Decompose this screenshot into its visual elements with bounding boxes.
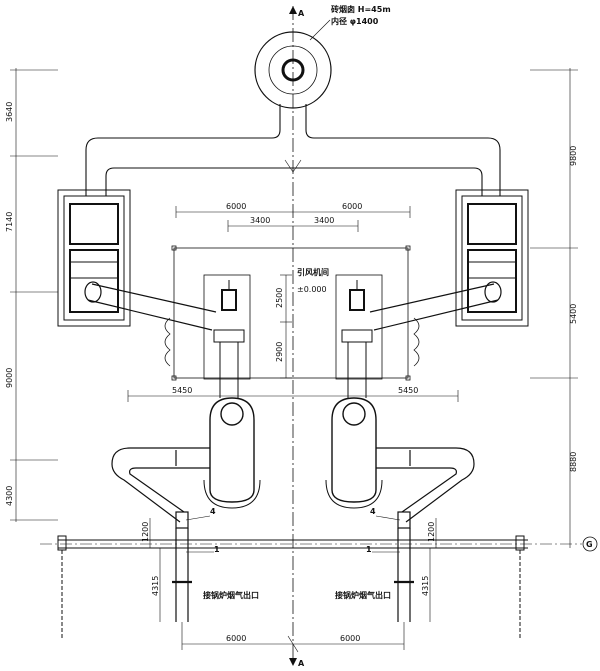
dim-top-3400-right: 3400 [314, 216, 334, 225]
outlet-label-left: 接锅炉烟气出口 [203, 590, 259, 600]
outlet-label-right: 接锅炉烟气出口 [335, 590, 391, 600]
left-fan [213, 280, 245, 343]
fan-room-elevation: ±0.000 [297, 285, 327, 294]
chimney [254, 19, 332, 109]
dim-mid-5450-left: 5450 [172, 386, 192, 395]
left-scroll-casing [203, 397, 261, 509]
dim-right-8880: 8880 [569, 452, 578, 472]
right-inlet-duct [369, 281, 502, 331]
dim-right-1200: 1200 [427, 522, 436, 542]
header-duct [85, 104, 501, 196]
middle-dimension-lines [127, 274, 459, 402]
right-dimension-lines [429, 68, 578, 622]
fan-outlet-ducts [219, 342, 367, 398]
dim-mid-2900: 2900 [275, 342, 284, 362]
boiler-house-wall [40, 535, 582, 640]
dim-left-1200: 1200 [141, 522, 150, 542]
dim-bottom-6000-left: 6000 [226, 634, 246, 643]
item-1-left: 1 [214, 545, 220, 554]
fan-room [164, 245, 420, 381]
dim-left-9000: 9000 [5, 368, 14, 388]
left-dimension-lines [10, 68, 161, 622]
right-scroll-casing [325, 397, 383, 509]
dim-bottom-6000-right: 6000 [340, 634, 360, 643]
axis-bubble-g [582, 536, 598, 552]
dim-left-7140: 7140 [5, 212, 14, 232]
right-dust-collector [455, 189, 529, 327]
fan-room-label: 引风机间 [297, 267, 329, 277]
dim-mid-5450-right: 5450 [398, 386, 418, 395]
boiler-outlet-stubs [172, 528, 414, 622]
dim-mid-2500: 2500 [275, 288, 284, 308]
dim-left-4315: 4315 [151, 576, 160, 596]
dim-right-4315: 4315 [421, 576, 430, 596]
right-lower-duct [376, 447, 475, 529]
item-1-right: 1 [366, 545, 372, 554]
center-axis [289, 6, 297, 666]
dim-right-5400: 5400 [569, 304, 578, 324]
bottom-dimension-lines [181, 622, 405, 653]
section-mark-bottom: A [298, 659, 305, 668]
item-4-left: 4 [210, 507, 216, 516]
chimney-title: 砖烟囱 H=45m [331, 4, 391, 14]
dim-left-3640: 3640 [5, 102, 14, 122]
dim-top-6000-right: 6000 [342, 202, 362, 211]
right-fan [341, 280, 373, 343]
dim-top-3400-left: 3400 [250, 216, 270, 225]
axis-label-g: G [586, 540, 593, 549]
left-inlet-duct [84, 281, 217, 331]
dim-top-6000-left: 6000 [226, 202, 246, 211]
leader-lines [185, 515, 401, 553]
section-mark-top: A [298, 9, 305, 18]
top-dimension-lines [175, 206, 411, 232]
left-dust-collector [57, 189, 131, 327]
dim-left-4300: 4300 [5, 486, 14, 506]
left-lower-duct [111, 447, 210, 529]
dim-right-9800: 9800 [569, 146, 578, 166]
chimney-diameter: 内径 φ1400 [331, 16, 379, 26]
item-4-right: 4 [370, 507, 376, 516]
